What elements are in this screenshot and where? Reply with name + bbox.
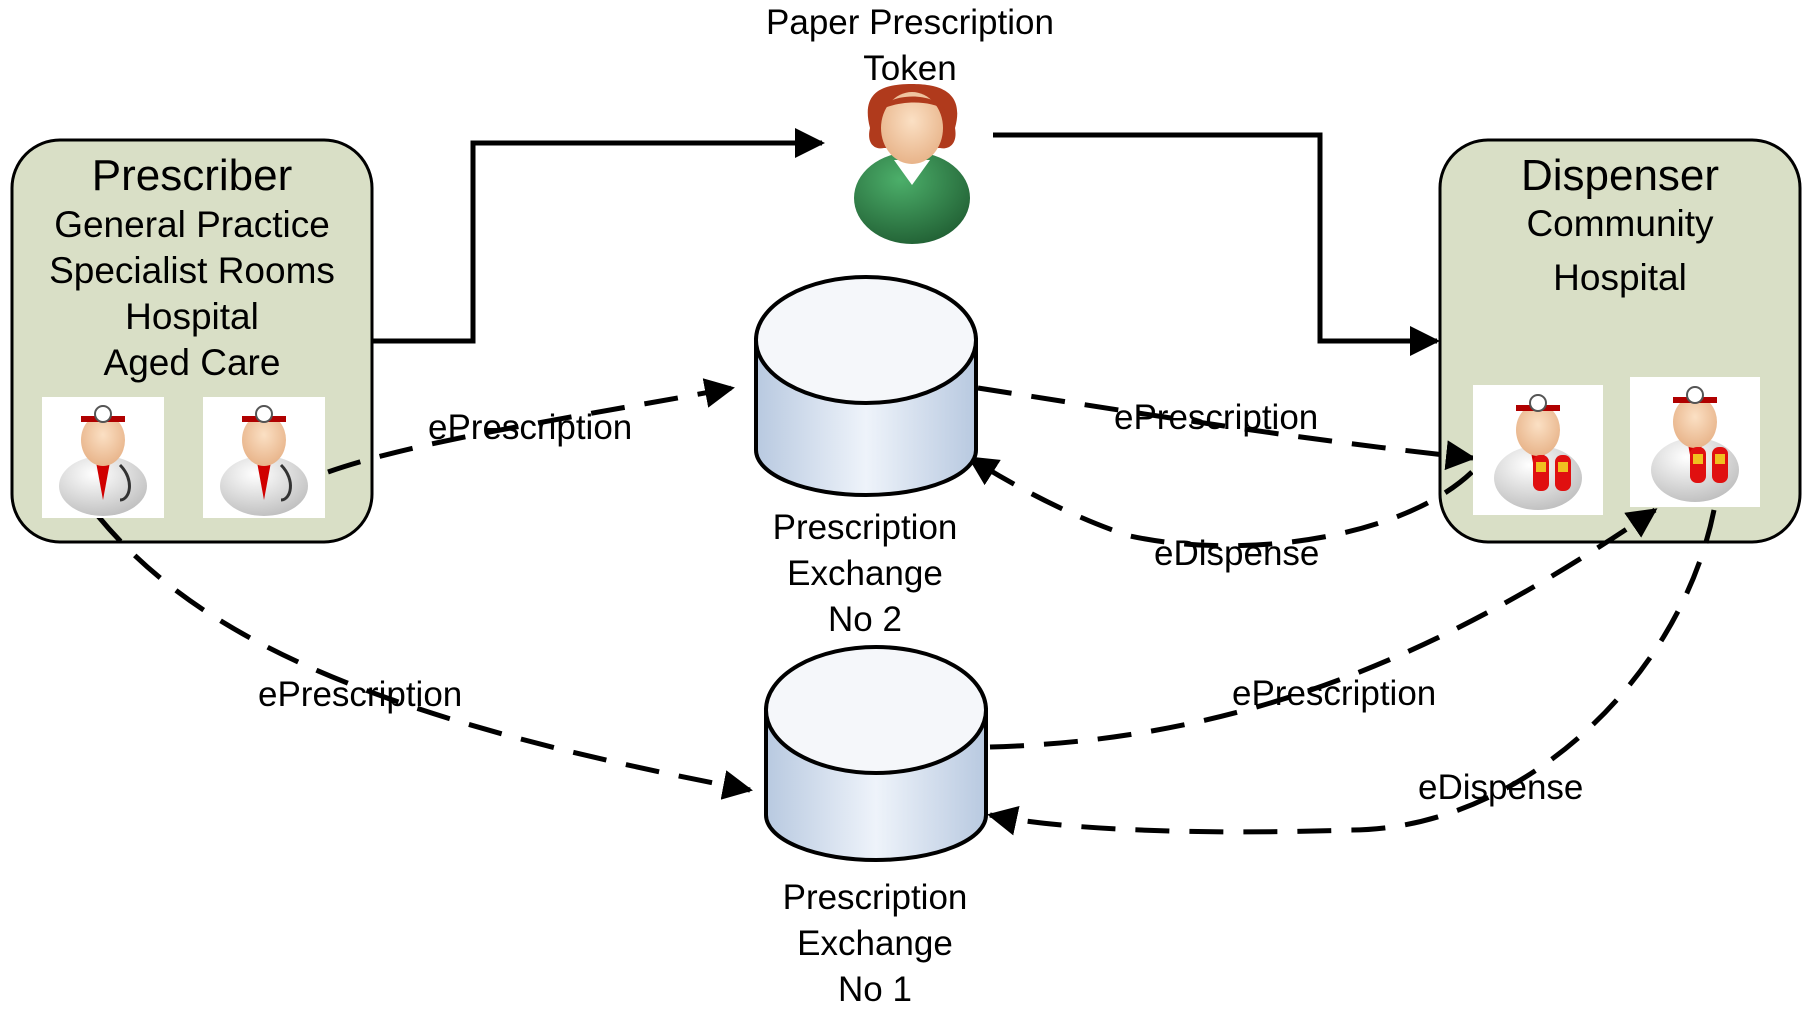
prescriber-line: Specialist Rooms: [49, 250, 335, 291]
edge-label-ex1-dispenser: ePrescription: [1232, 674, 1437, 713]
prescriber-line: General Practice: [54, 204, 330, 245]
dispenser-line: Community: [1526, 203, 1714, 244]
dispenser-label: Dispenser Community Hospital: [1440, 150, 1800, 310]
edge-label-prescriber-ex1: ePrescription: [258, 675, 463, 714]
token-person-icon: [854, 84, 970, 244]
exchange2-cylinder: [754, 275, 978, 497]
exchange1-line: Exchange: [797, 924, 953, 963]
edge-label-dispenser-ex2: eDispense: [1154, 534, 1320, 573]
flow-ex1-to-dispenser: [989, 507, 1658, 750]
token-label: Paper Prescription Token: [740, 0, 1080, 92]
exchange2-line: Prescription: [772, 508, 958, 547]
prescriber-label: Prescriber General Practice Specialist R…: [12, 150, 372, 386]
dispenser-line: Hospital: [1553, 257, 1687, 298]
prescriber-line: Hospital: [125, 296, 259, 337]
exchange2-line: No 2: [828, 600, 902, 639]
edge-label-ex2-dispenser: ePrescription: [1114, 398, 1319, 437]
exchange2-label: Prescription Exchange No 2: [740, 505, 990, 643]
edge-label-dispenser-ex1: eDispense: [1418, 768, 1584, 807]
token-label-line2: Token: [863, 49, 957, 88]
token-path-in: [372, 128, 825, 344]
doctor-icon-1: [42, 397, 164, 518]
flow-prescriber-to-ex2: [327, 378, 735, 475]
pharmacist-icon-2: [1630, 377, 1760, 507]
exchange1-cylinder: [764, 645, 988, 862]
exchange2-line: Exchange: [787, 554, 943, 593]
flow-prescriber-to-ex1: [96, 514, 753, 800]
flow-ex2-to-dispenser: [977, 385, 1476, 471]
pharmacist-icon-1: [1473, 385, 1603, 515]
exchange1-line: No 1: [838, 970, 912, 1009]
flow-dispenser-to-ex2: [967, 455, 1474, 549]
exchange1-line: Prescription: [782, 878, 968, 917]
exchange1-label: Prescription Exchange No 1: [750, 875, 1000, 1013]
token-path-out: [993, 132, 1440, 356]
flow-dispenser-to-ex1: [987, 509, 1717, 836]
token-label-line1: Paper Prescription: [766, 3, 1054, 42]
dispenser-title: Dispenser: [1520, 151, 1720, 200]
prescriber-line: Aged Care: [103, 342, 281, 383]
doctor-icon-2: [203, 397, 325, 518]
prescriber-title: Prescriber: [91, 151, 293, 200]
edge-label-prescriber-ex2: ePrescription: [428, 408, 633, 447]
